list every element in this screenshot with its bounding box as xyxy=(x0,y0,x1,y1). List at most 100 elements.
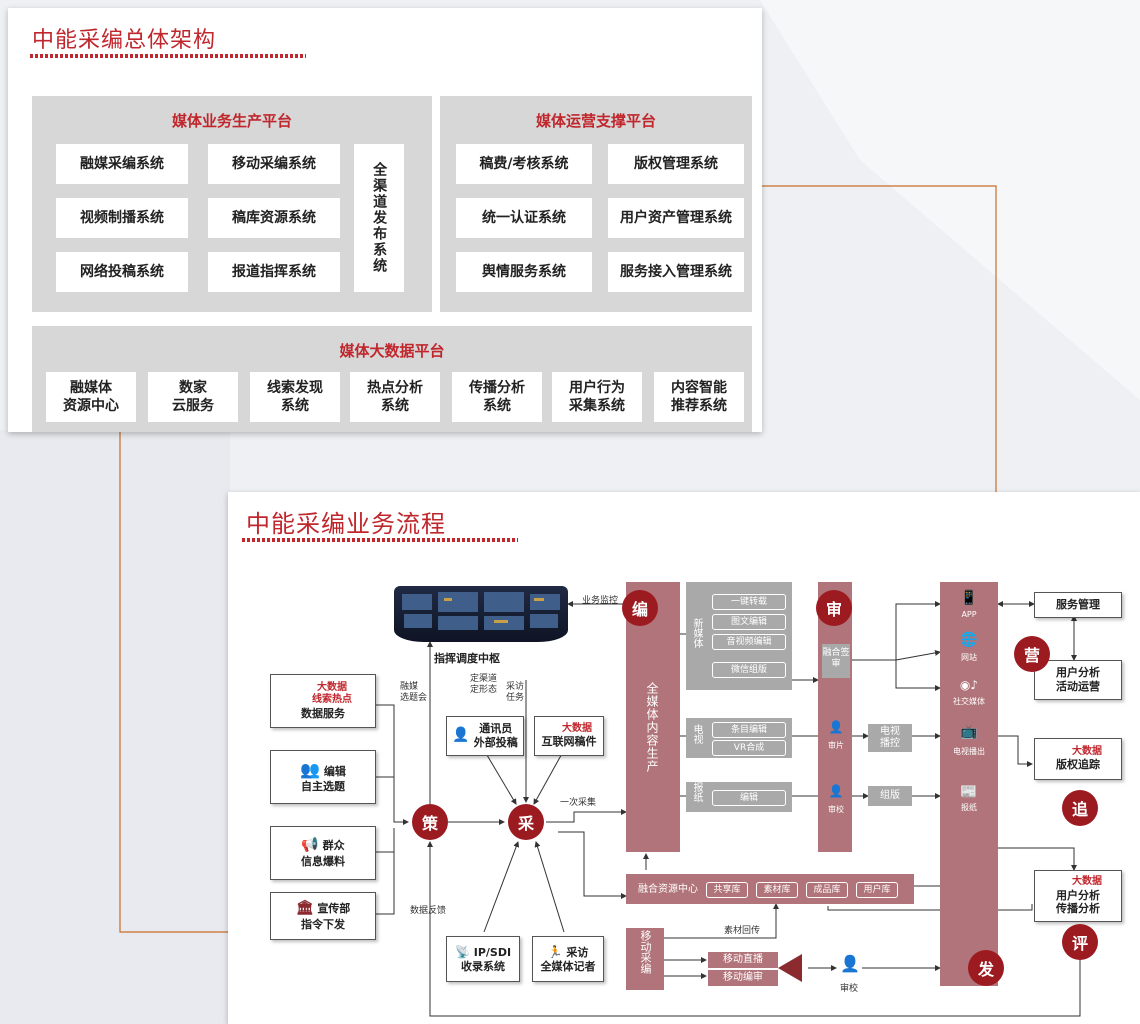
audit-circle: 审 xyxy=(816,590,852,626)
spread-analysis-box: 大数据 用户分析 传播分析 xyxy=(1034,870,1122,922)
resource-lib: 素材库 xyxy=(756,882,798,898)
bigdata-platform-title: 媒体大数据平台 xyxy=(339,342,445,360)
edit-circle: 编 xyxy=(622,590,658,626)
system-box: 传播分析 系统 xyxy=(452,372,542,422)
channels-column xyxy=(940,582,998,986)
bigdata-tag: 大数据 xyxy=(562,722,592,734)
label-first-collect: 一次采集 xyxy=(560,798,597,808)
paper-item: 编辑 xyxy=(712,790,786,806)
system-box: 数家 云服务 xyxy=(148,372,238,422)
mobile-review-label: 移动编审 xyxy=(723,972,763,983)
system-box: 用户资产管理系统 xyxy=(608,198,744,238)
bigdata-tag: 大数据 xyxy=(1072,876,1102,887)
evaluate-circle: 评 xyxy=(1062,924,1098,960)
source-correspondent: 👤 通讯员 外部投稿 xyxy=(446,716,524,756)
command-center-screens xyxy=(394,586,568,642)
resource-lib: 共享库 xyxy=(706,882,748,898)
fusion-audit-label: 融合签审 xyxy=(822,648,850,669)
label-feedback: 数据反馈 xyxy=(410,906,447,916)
copyright-box: 大数据 版权追踪 xyxy=(1034,738,1122,780)
system-box: 热点分析 系统 xyxy=(350,372,440,422)
tv-item: 条目编辑 xyxy=(712,722,786,738)
layout-label: 组版 xyxy=(880,790,900,801)
bigdata-platform: 媒体大数据平台 融媒体 资源中心 数家 云服务 线索发现 系统 热点分析 系统 … xyxy=(32,326,752,432)
broadcast-icon: 📡 xyxy=(454,944,470,959)
editing-column-label: 全媒体内容生产 xyxy=(645,682,659,773)
reviewer-icon: 👤 xyxy=(828,784,844,798)
bigdata-tag: 大数据 线索热点 xyxy=(312,681,352,706)
channel-app: APP xyxy=(961,610,977,619)
layout-box xyxy=(868,786,912,806)
source-editor-topic: 👥 编辑 自主选题 xyxy=(270,750,376,804)
plan-circle: 策 xyxy=(412,804,448,840)
social-icon: ◉♪ xyxy=(959,678,979,692)
label-monitor: 业务监控 xyxy=(582,596,619,606)
system-box: 内容智能 推荐系统 xyxy=(654,372,744,422)
resource-center-label: 融合资源中心 xyxy=(638,884,698,895)
publish-circle: 发 xyxy=(968,950,1004,986)
people-icon: 👥 xyxy=(300,760,321,780)
service-management-box: 服务管理 xyxy=(1034,592,1122,618)
mobile-label: 移动采编 xyxy=(639,930,652,974)
monitor-wall-icon xyxy=(402,592,560,630)
mobile-live xyxy=(708,952,778,968)
new-media-item: 微信组版 xyxy=(712,662,786,678)
paper-label: 报纸 xyxy=(691,782,702,802)
resource-lib: 成品库 xyxy=(806,882,848,898)
workflow-card: 中能采编业务流程 xyxy=(228,492,1140,1024)
runner-icon: 🏃 xyxy=(547,944,563,959)
channel-tv: 电视播出 xyxy=(953,747,985,756)
newspaper-icon: 📰 xyxy=(960,784,978,800)
production-platform: 媒体业务生产平台 融媒采编系统 移动采编系统 视频制播系统 稿库资源系统 网络投… xyxy=(32,96,432,312)
reviewer-icon: 👤 xyxy=(840,954,860,973)
system-box: 舆情服务系统 xyxy=(456,252,592,292)
system-box: 报道指挥系统 xyxy=(208,252,340,292)
operations-platform-title: 媒体运营支撑平台 xyxy=(535,112,656,130)
label-tasks: 采访 任务 xyxy=(506,682,525,703)
paper-review-label: 审校 xyxy=(828,805,844,814)
tv-broadcast-label: 电视播控 xyxy=(880,726,900,749)
label-channels: 定渠道 定形态 xyxy=(470,674,498,695)
tv-review-label: 审片 xyxy=(828,741,844,750)
megaphone-icon: 📢 xyxy=(301,837,319,854)
new-media-item: 图文编辑 xyxy=(712,614,786,630)
command-center-label: 指挥调度中枢 xyxy=(434,652,500,665)
source-reporter: 🏃 采访 全媒体记者 xyxy=(532,936,604,982)
channel-social: 社交媒体 xyxy=(953,697,985,706)
system-box: 用户行为 采集系统 xyxy=(552,372,642,422)
reporter-icon: 👤 xyxy=(452,727,470,744)
user-ops-box: 用户分析 活动运营 xyxy=(1034,660,1122,700)
audit-column xyxy=(818,582,852,852)
title-underline xyxy=(30,54,306,58)
editing-column xyxy=(626,582,680,852)
source-propaganda-dept: 🏛 宣传部 指令下发 xyxy=(270,892,376,940)
track-circle: 追 xyxy=(1062,790,1098,826)
government-icon: 🏛 xyxy=(295,900,314,917)
source-ip-sdi: 📡 IP/SDI 收录系统 xyxy=(446,936,520,982)
channel-web: 网站 xyxy=(961,653,977,662)
mobile-column xyxy=(626,928,664,990)
system-box: 网络投稿系统 xyxy=(56,252,188,292)
system-box: 服务接入管理系统 xyxy=(608,252,744,292)
system-box: 融媒采编系统 xyxy=(56,144,188,184)
new-media-label: 新媒体 xyxy=(691,618,702,648)
web-icon: 🌐 xyxy=(960,632,978,648)
tv-item: VR合成 xyxy=(712,740,786,756)
app-icon: 📱 xyxy=(960,590,978,606)
source-public-tip: 📢 群众 信息爆料 xyxy=(270,826,376,880)
label-material-return: 素材回传 xyxy=(724,926,761,936)
paper-box xyxy=(686,782,792,812)
camera-shape xyxy=(778,954,802,982)
workflow-title: 中能采编业务流程 xyxy=(246,510,446,538)
system-box: 统一认证系统 xyxy=(456,198,592,238)
new-media-item: 一键转载 xyxy=(712,594,786,610)
architecture-title: 中能采编总体架构 xyxy=(32,28,217,53)
tv-label: 电视 xyxy=(691,724,702,744)
resource-lib: 用户库 xyxy=(856,882,898,898)
system-box: 稿费/考核系统 xyxy=(456,144,592,184)
source-internet-articles: 大数据 互联网稿件 xyxy=(534,716,604,756)
architecture-card: 中能采编总体架构 媒体业务生产平台 融媒采编系统 移动采编系统 视频制播系统 稿… xyxy=(8,8,762,432)
operations-platform: 媒体运营支撑平台 稿费/考核系统 版权管理系统 统一认证系统 用户资产管理系统 … xyxy=(440,96,752,312)
mobile-review xyxy=(708,970,778,986)
